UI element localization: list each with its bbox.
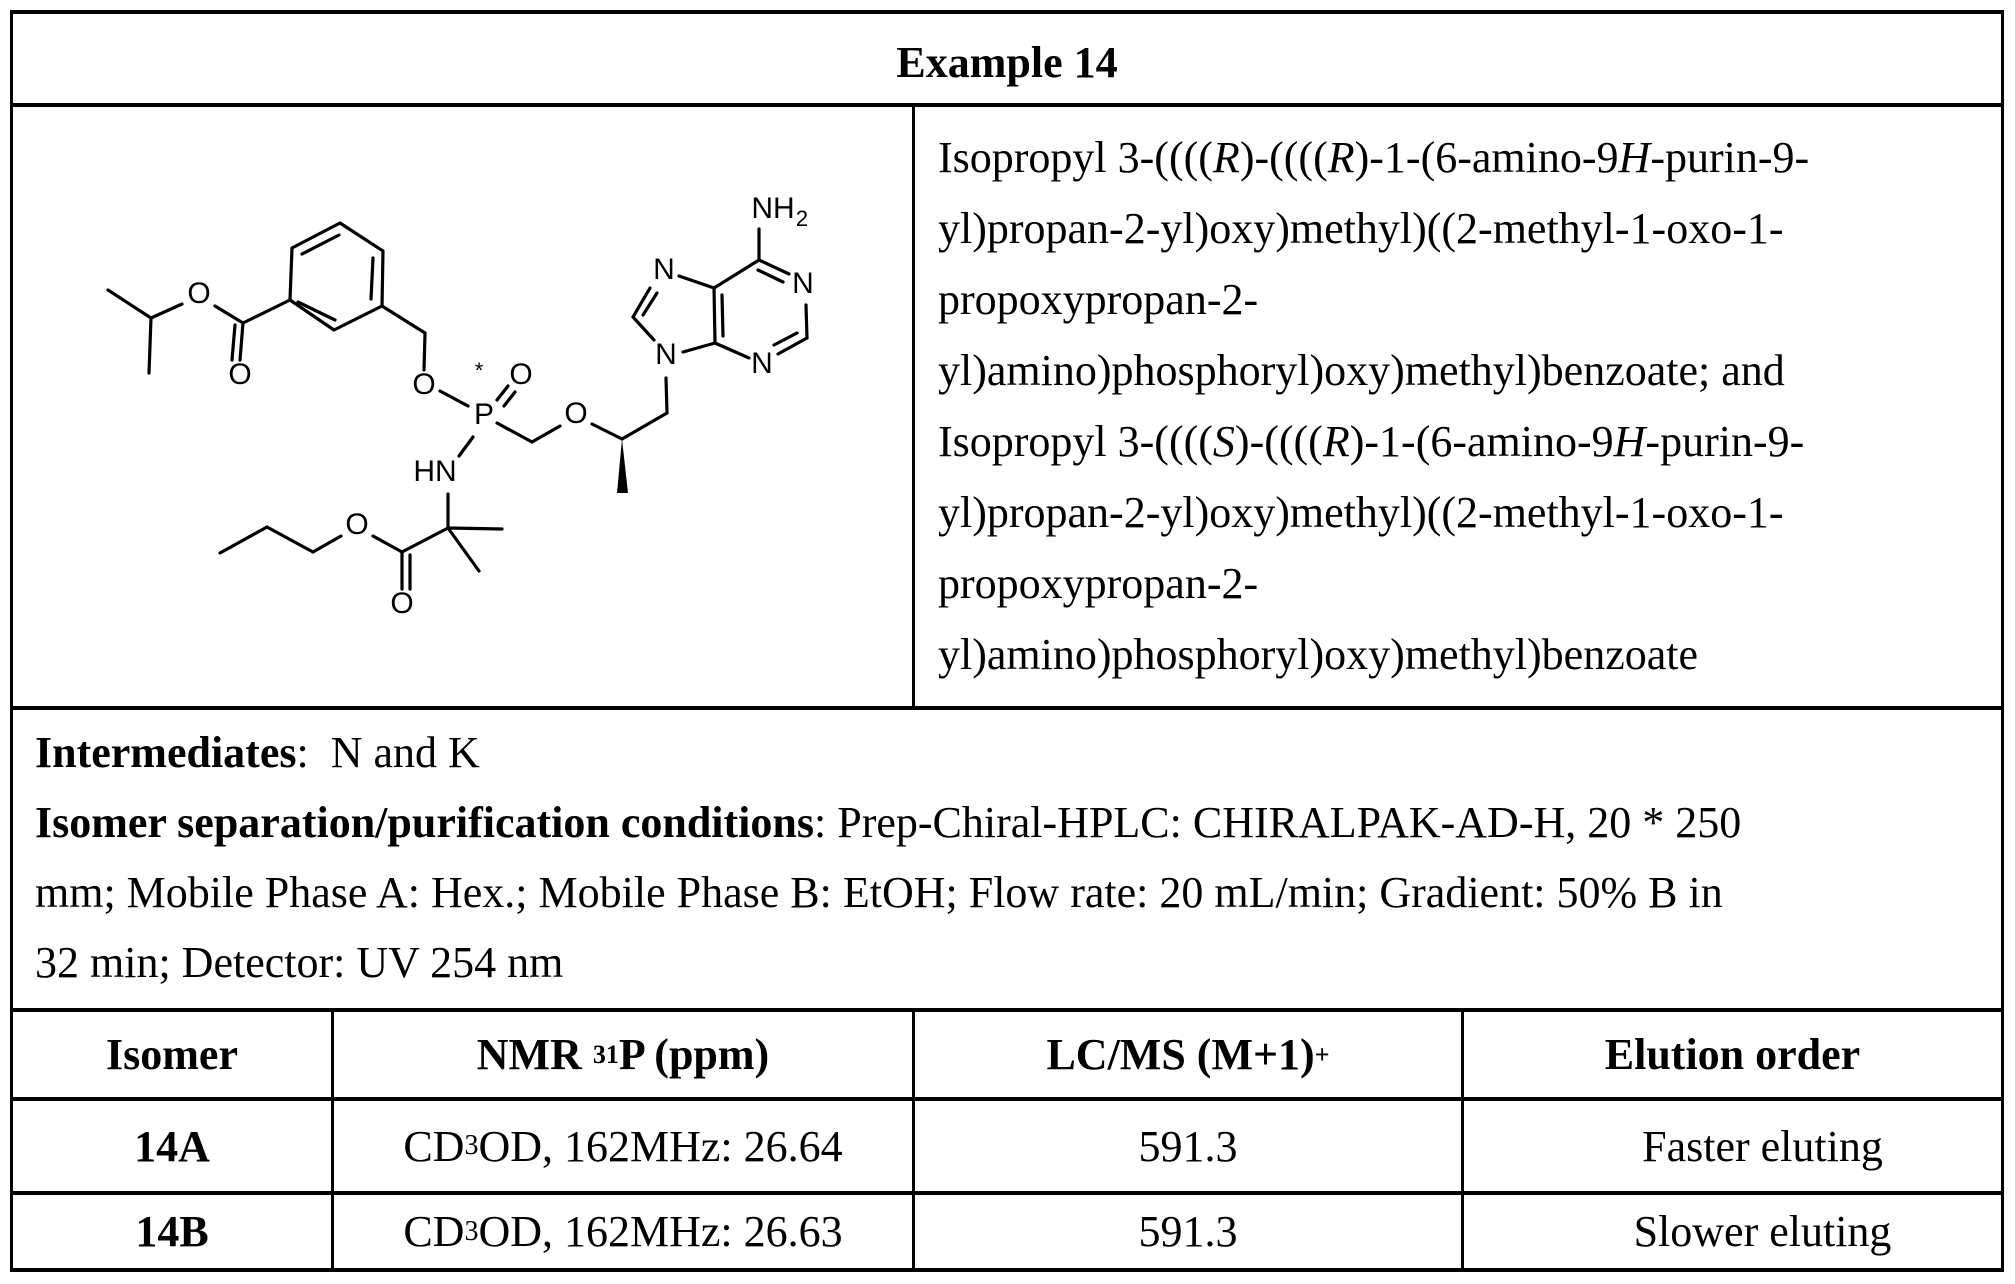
- conditions-label: Isomer separation/purification condition…: [35, 798, 815, 847]
- name-text: yl)propan-2-yl)oxy)methyl)((2-methyl-1-o…: [938, 488, 1784, 537]
- stereo-descriptor: H: [1613, 417, 1646, 466]
- compound-name-line: Isopropyl 3-((((S)-((((R)-1-(6-amino-9H-…: [938, 406, 1988, 477]
- table-top-border: [10, 10, 2004, 14]
- atom-n7: N: [653, 253, 675, 286]
- data-header-divider: [10, 1097, 2004, 1101]
- atom-amide-ester-o: O: [345, 508, 368, 541]
- row2-nmr-b: OD, 162MHz: 26.63: [478, 1207, 843, 1256]
- header-lcms: LC/MS (M+1)+: [1046, 1030, 1330, 1079]
- structure-drawing: O O O P * O HN O O O N N N N NH 2: [106, 192, 814, 620]
- atom-ester-o: O: [187, 277, 210, 310]
- name-text: )-1-(6-amino-9: [1349, 417, 1614, 466]
- compound-name-line: yl)propan-2-yl)oxy)methyl)((2-methyl-1-o…: [938, 477, 1988, 548]
- atom-n9: N: [655, 338, 677, 371]
- name-text: )-((((: [1239, 133, 1328, 182]
- header-nmr-suffix: P (ppm): [618, 1030, 770, 1079]
- atom-benzyl-o: O: [412, 368, 435, 401]
- atom-phosphorus: P: [474, 398, 494, 431]
- stereo-descriptor: R: [1322, 417, 1350, 466]
- atom-amide-carbonyl-o: O: [390, 587, 413, 620]
- stereo-star: *: [475, 358, 484, 383]
- compound-name-line: yl)amino)phosphoryl)oxy)methyl)benzoate: [938, 619, 1988, 690]
- stereo-descriptor: R: [1212, 133, 1240, 182]
- data-col-divider-3: [1461, 1010, 1464, 1270]
- table-bottom-border: [10, 1268, 2004, 1272]
- compound-column-divider: [912, 105, 915, 708]
- atom-nh: HN: [413, 455, 456, 488]
- compound-divider: [10, 706, 2004, 710]
- example-title: Example 14: [896, 37, 1118, 87]
- compound-name-line: Isopropyl 3-((((R)-((((R)-1-(6-amino-9H-…: [938, 122, 1988, 193]
- row1-elution: Faster eluting: [1642, 1121, 1883, 1171]
- stereo-descriptor: S: [1212, 417, 1235, 466]
- compound-name-line: propoxypropan-2-: [938, 548, 1988, 619]
- conditions-line-3: 32 min; Detector: UV 254 nm: [35, 938, 564, 987]
- title-divider: [10, 103, 2004, 107]
- atom-n1: N: [792, 267, 814, 300]
- name-text: -purin-9-: [1645, 417, 1805, 466]
- name-text: yl)amino)phosphoryl)oxy)methyl)benzoate: [938, 630, 1699, 679]
- name-text: )-1-(6-amino-9: [1354, 133, 1619, 182]
- intermediates-line: Intermediates: N and K: [35, 718, 1995, 788]
- name-text: propoxypropan-2-: [938, 275, 1259, 324]
- chemical-structure: O O O P * O HN O O O N N N N NH 2: [11, 105, 914, 708]
- atom-n3: N: [751, 347, 773, 380]
- name-text: yl)amino)phosphoryl)oxy)methyl)benzoate;…: [938, 346, 1785, 395]
- stereo-descriptor: H: [1618, 133, 1651, 182]
- row2-elution: Slower eluting: [1633, 1207, 1892, 1256]
- name-text: Isopropyl 3-((((: [938, 417, 1213, 466]
- header-nmr-prefix: NMR: [476, 1030, 593, 1079]
- row2-lcms: 591.3: [1138, 1207, 1238, 1256]
- row1-nmr-a: CD: [403, 1121, 465, 1171]
- header-lcms-label: LC/MS (M+1): [1046, 1030, 1315, 1079]
- intermediates-section: Intermediates: N and K Isomer separation…: [35, 718, 1995, 998]
- compound-name-line: propoxypropan-2-: [938, 264, 1988, 335]
- name-text: )-((((: [1234, 417, 1323, 466]
- data-col-divider-1: [331, 1010, 334, 1270]
- data-col-divider-2: [912, 1010, 915, 1270]
- table-right-border: [2001, 10, 2004, 1272]
- atom-p-oxo: O: [509, 358, 532, 391]
- name-text: -purin-9-: [1650, 133, 1810, 182]
- intermediates-divider: [10, 1008, 2004, 1012]
- row1-lcms: 591.3: [1138, 1121, 1238, 1171]
- intermediates-label: Intermediates: [35, 728, 297, 777]
- atom-nh2: NH: [751, 192, 794, 225]
- atom-nh2-subscript: 2: [796, 206, 808, 231]
- name-text: propoxypropan-2-: [938, 559, 1259, 608]
- header-elution: Elution order: [1604, 1030, 1861, 1079]
- table-left-border: [10, 10, 13, 1272]
- conditions-line-1: Isomer separation/purification condition…: [35, 788, 1995, 858]
- atom-ether-o: O: [564, 397, 587, 430]
- header-isomer: Isomer: [106, 1030, 238, 1079]
- stereo-descriptor: R: [1327, 133, 1355, 182]
- conditions-text-1: : Prep-Chiral-HPLC: CHIRALPAK-AD-H, 20 *…: [814, 798, 1742, 847]
- conditions-line-2: mm; Mobile Phase A: Hex.; Mobile Phase B…: [35, 868, 1723, 917]
- compound-name-line: yl)propan-2-yl)oxy)methyl)((2-methyl-1-o…: [938, 193, 1988, 264]
- name-text: Isopropyl 3-((((: [938, 133, 1213, 182]
- compound-name-line: yl)amino)phosphoryl)oxy)methyl)benzoate;…: [938, 335, 1988, 406]
- compound-name: Isopropyl 3-((((R)-((((R)-1-(6-amino-9H-…: [938, 122, 1988, 690]
- intermediates-value: : N and K: [296, 728, 480, 777]
- row1-nmr-b: OD, 162MHz: 26.64: [478, 1121, 843, 1171]
- wedge-bond: [617, 439, 628, 493]
- atom-carbonyl-o: O: [228, 358, 251, 391]
- row2-nmr-a: CD: [403, 1207, 465, 1256]
- name-text: yl)propan-2-yl)oxy)methyl)((2-methyl-1-o…: [938, 204, 1784, 253]
- row2-isomer: 14B: [135, 1207, 209, 1256]
- data-row-divider: [10, 1191, 2004, 1195]
- row1-isomer: 14A: [134, 1121, 210, 1171]
